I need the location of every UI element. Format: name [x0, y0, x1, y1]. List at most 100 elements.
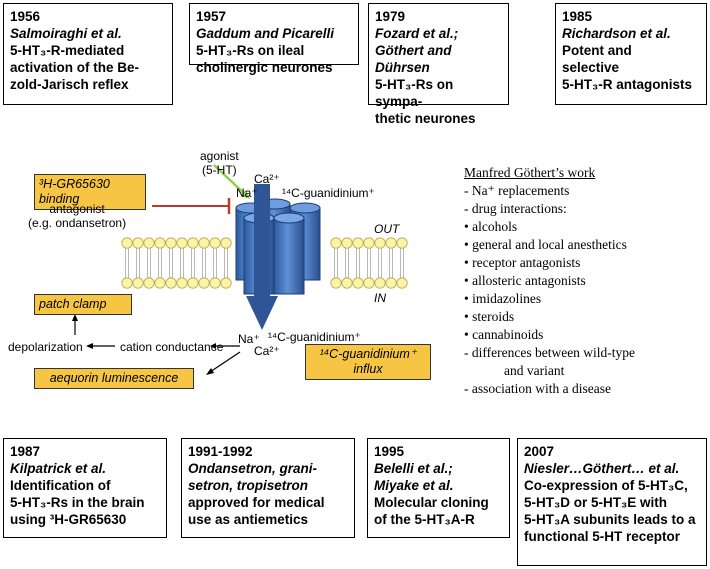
box-year: 1987 — [10, 444, 41, 459]
box-line: 5-HT₃-Rs on ileal — [196, 43, 305, 58]
lipid-head — [374, 277, 386, 289]
timeline-box-1987: 1987 Kilpatrick et al. Identification of… — [3, 438, 167, 538]
lipid-head — [165, 277, 177, 289]
box-line: 5-HT₃A subunits leads to a — [524, 512, 696, 527]
box-line: using ³H-GR65630 — [10, 512, 127, 527]
lipid-head — [187, 237, 199, 249]
lipid-head — [220, 277, 232, 289]
box-year: 1991-1992 — [188, 444, 253, 459]
work-item: - Na⁺ replacements — [464, 183, 570, 198]
lipid-head — [154, 237, 166, 249]
lipid-head — [176, 237, 188, 249]
box-line: Co-expression of 5-HT₃C, — [524, 478, 688, 493]
lipid-head — [220, 237, 232, 249]
lipid-tail — [180, 248, 184, 278]
box-line: functional 5-HT receptor — [524, 529, 681, 544]
agonist-text: (5-HT) — [202, 163, 237, 177]
patch-clamp-box: patch clamp — [34, 294, 132, 315]
influx-box: ¹⁴C-guanidinium⁺ influx — [305, 344, 431, 380]
timeline-box-1956: 1956 Salmoiraghi et al. 5-HT₃-R-mediated… — [3, 3, 173, 105]
lipid-head — [121, 277, 133, 289]
lipid-head — [396, 277, 408, 289]
lipid-tail — [345, 248, 349, 278]
lipid-head — [330, 277, 342, 289]
lipid-head — [385, 237, 397, 249]
influx-box-line: influx — [353, 362, 383, 376]
work-item: - differences between wild-type — [464, 345, 636, 360]
lipid-head — [352, 237, 364, 249]
timeline-box-1979: 1979 Fozard et al.; Göthert and Dührsen … — [368, 3, 509, 126]
box-line: 5-HT₃-Rs on sympa- — [375, 77, 454, 109]
timeline-box-1985: 1985 Richardson et al. Potent and select… — [555, 3, 707, 105]
lipid-head — [209, 277, 221, 289]
work-item: - association with a disease — [464, 381, 611, 396]
box-line: Potent and — [562, 43, 632, 58]
box-line: Molecular cloning — [374, 495, 489, 510]
ion-ca-bottom: Ca²⁺ — [254, 344, 280, 358]
lipid-head — [341, 237, 353, 249]
agonist-text: agonist — [200, 149, 239, 163]
lipid-head — [198, 277, 210, 289]
box-author-2: Miyake et al. — [374, 478, 454, 493]
lipid-tail — [367, 248, 371, 278]
work-item: • alcohols — [464, 219, 518, 234]
box-line: use as antiemetics — [188, 512, 309, 527]
lipid-head — [396, 237, 408, 249]
lipid-tail — [125, 248, 129, 278]
lipid-head — [187, 277, 199, 289]
work-items: - Na⁺ replacements - drug interactions: • … — [464, 182, 704, 398]
timeline-box-1957: 1957 Gaddum and Picarelli 5-HT₃-Rs on il… — [189, 3, 359, 75]
lipid-tail — [389, 248, 393, 278]
lipid-head — [132, 277, 144, 289]
binding-box-line: binding — [39, 192, 80, 206]
lipid-head — [385, 277, 397, 289]
box-line: approved for medical — [188, 495, 325, 510]
cation-conductance-label: cation conductance — [120, 340, 224, 354]
timeline-box-1991-1992: 1991-1992 Ondansetron, grani- setron, tr… — [181, 438, 355, 538]
box-author: Kilpatrick et al. — [10, 461, 107, 476]
lipid-head — [143, 277, 155, 289]
work-item: • cannabinoids — [464, 327, 544, 342]
box-year: 1985 — [562, 9, 593, 24]
box-author-2: setron, tropisetron — [188, 478, 309, 493]
lipid-tail — [213, 248, 217, 278]
box-author: Belelli et al.; — [374, 461, 453, 476]
antagonist-text: (e.g. ondansetron) — [28, 216, 127, 230]
lipid-bilayer — [121, 237, 408, 289]
ion-na-top: Na⁺ — [236, 186, 258, 200]
lipid-head — [165, 237, 177, 249]
timeline-box-2007: 2007 Niesler…Göthert… et al. Co-expressi… — [517, 438, 707, 566]
lipid-tail — [224, 248, 228, 278]
lipid-head — [363, 277, 375, 289]
box-line: 5-HT₃-R antagonists — [562, 77, 692, 92]
box-author: Ondansetron, grani- — [188, 461, 318, 476]
binding-box-line: ³H-GR65630 — [39, 177, 110, 191]
box-year: 2007 — [524, 444, 555, 459]
lipid-tail — [400, 248, 404, 278]
box-line: 5-HT₃-Rs in the brain — [10, 495, 145, 510]
box-year: 1995 — [374, 444, 405, 459]
agonist-arrow — [213, 164, 249, 198]
lipid-head — [176, 277, 188, 289]
aequorin-box: aequorin luminescence — [34, 368, 194, 389]
ion-flow-arrow — [246, 184, 278, 330]
box-line: zold-Jarisch reflex — [10, 77, 129, 92]
lipid-head — [198, 237, 210, 249]
work-item: and variant — [504, 363, 565, 378]
out-label: OUT — [374, 222, 400, 236]
lipid-head — [121, 237, 133, 249]
box-author: Richardson et al. — [562, 26, 671, 41]
lipid-tail — [378, 248, 382, 278]
ion-guanidinium-top: ¹⁴C-guanidinium⁺ — [282, 186, 375, 200]
box-author: Niesler…Göthert… et al. — [524, 461, 680, 476]
antagonist-text: antagonist — [49, 202, 105, 216]
work-item: - drug interactions: — [464, 201, 567, 216]
work-item: • receptor antagonists — [464, 255, 581, 270]
binding-box: ³H-GR65630 binding — [34, 174, 146, 210]
box-line: of the 5-HT₃A-R — [374, 512, 475, 527]
lipid-tail — [169, 248, 173, 278]
box-year: 1957 — [196, 9, 227, 24]
timeline-box-1995: 1995 Belelli et al.; Miyake et al. Molec… — [367, 438, 510, 538]
work-item: • allosteric antagonists — [464, 273, 586, 288]
